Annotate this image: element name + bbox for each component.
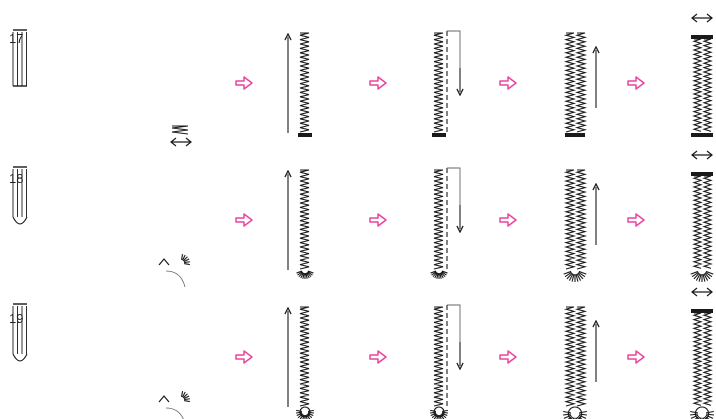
- right-stitch-column: [574, 169, 588, 270]
- row-17: [12, 13, 713, 147]
- stitch-number-19: 19: [9, 311, 24, 326]
- step-4: [690, 150, 714, 282]
- step-3: [563, 169, 596, 282]
- double-headed-arrow-icon-right-head: [185, 137, 192, 147]
- step-2: [429, 304, 461, 419]
- bottom-end-stitch: [563, 410, 587, 419]
- right-stitch-column: [574, 32, 588, 133]
- bottom-end-stitch: [432, 133, 446, 137]
- double-headed-arrow-icon-left-head: [691, 287, 698, 297]
- double-headed-arrow-icon-right-head: [706, 13, 713, 23]
- step-1: [288, 306, 315, 419]
- hollow-right-arrow-icon: [235, 76, 253, 90]
- left-stitch-column: [299, 32, 310, 133]
- hollow-right-arrow-icon: [235, 213, 253, 227]
- left-stitch-column: [299, 169, 310, 270]
- icon-bottom-curve: [12, 353, 28, 362]
- double-headed-arrow-icon-right-head: [706, 150, 713, 160]
- stitch-number-17: 17: [9, 31, 24, 46]
- bottom-end-stitch: [430, 270, 448, 279]
- double-headed-arrow-icon-left-head: [691, 150, 698, 160]
- step-2: [432, 30, 461, 137]
- double-headed-arrow-icon: [170, 137, 192, 147]
- stitch-number-18: 18: [9, 171, 24, 186]
- left-stitch-column: [563, 169, 577, 270]
- bottom-end-stitch: [690, 270, 714, 282]
- step-3: [563, 32, 596, 137]
- bottom-end-stitch: [295, 409, 315, 419]
- step-4: [690, 287, 714, 419]
- double-headed-arrow-icon: [691, 150, 713, 160]
- left-stitch-column: [692, 312, 703, 406]
- hollow-right-arrow-icon: [369, 213, 387, 227]
- left-stitch-column: [299, 306, 310, 407]
- hollow-right-arrow-icon: [369, 350, 387, 364]
- double-headed-arrow-icon-left-head: [170, 137, 177, 147]
- double-headed-arrow-icon-left-head: [691, 13, 698, 23]
- left-stitch-column: [433, 32, 444, 133]
- left-stitch-column: [563, 306, 577, 407]
- icon-bottom-curve: [12, 216, 28, 225]
- start-fan-stitch: [181, 254, 190, 266]
- bottom-end-stitch: [429, 409, 449, 419]
- row-18: [12, 150, 714, 288]
- hollow-right-arrow-icon: [369, 76, 387, 90]
- bottom-end-stitch: [690, 410, 714, 419]
- bottom-end-stitch: [296, 270, 314, 279]
- start-caret-icon: [158, 395, 170, 403]
- double-headed-arrow-icon-right-head: [706, 287, 713, 297]
- top-bar-stitch: [691, 309, 713, 313]
- hollow-right-arrow-icon: [235, 350, 253, 364]
- step-1: [288, 169, 314, 279]
- right-stitch-column: [574, 306, 588, 407]
- start-symbol-19: [158, 391, 190, 419]
- start-symbol-17: [170, 125, 192, 147]
- start-fan-stitch: [181, 391, 190, 403]
- start-caret-icon: [158, 258, 170, 266]
- hollow-right-arrow-icon: [499, 350, 517, 364]
- buttonhole-icon-19: [12, 303, 28, 362]
- left-stitch-column: [692, 38, 703, 132]
- return-guide-line: [447, 30, 461, 88]
- bottom-end-stitch: [563, 270, 587, 282]
- hollow-right-arrow-icon: [499, 76, 517, 90]
- hollow-right-arrow-icon: [627, 76, 645, 90]
- hollow-right-arrow-icon: [499, 213, 517, 227]
- bottom-end-stitch: [298, 133, 312, 137]
- buttonhole-icon-18: [12, 166, 28, 225]
- left-stitch-column: [692, 175, 703, 269]
- left-stitch-column: [563, 32, 577, 133]
- right-stitch-column: [702, 38, 713, 132]
- start-bar-stitch: [171, 125, 189, 135]
- row-19: [12, 287, 714, 419]
- top-bar-stitch: [691, 172, 713, 176]
- start-symbol-18: [158, 254, 190, 288]
- right-stitch-column: [702, 175, 713, 269]
- hollow-right-arrow-icon: [627, 213, 645, 227]
- double-headed-arrow-icon: [691, 287, 713, 297]
- double-headed-arrow-icon: [691, 13, 713, 23]
- start-guide-curve: [165, 270, 186, 288]
- bottom-end-stitch: [691, 133, 713, 137]
- top-bar-stitch: [691, 35, 713, 39]
- right-stitch-column: [702, 312, 713, 406]
- buttonhole-icon-17: [12, 29, 27, 87]
- start-guide-curve: [165, 407, 184, 419]
- step-2: [430, 167, 461, 279]
- left-stitch-column: [433, 169, 444, 270]
- bottom-end-stitch: [565, 133, 585, 137]
- step-1: [288, 32, 312, 137]
- bottom-end-stitch-eye: [694, 406, 710, 419]
- left-stitch-column: [433, 306, 444, 407]
- step-3: [563, 306, 596, 419]
- step-4: [691, 13, 713, 137]
- hollow-right-arrow-icon: [627, 350, 645, 364]
- bottom-end-stitch-eye: [567, 406, 583, 419]
- return-guide-line: [447, 167, 461, 225]
- return-guide-line: [447, 304, 461, 362]
